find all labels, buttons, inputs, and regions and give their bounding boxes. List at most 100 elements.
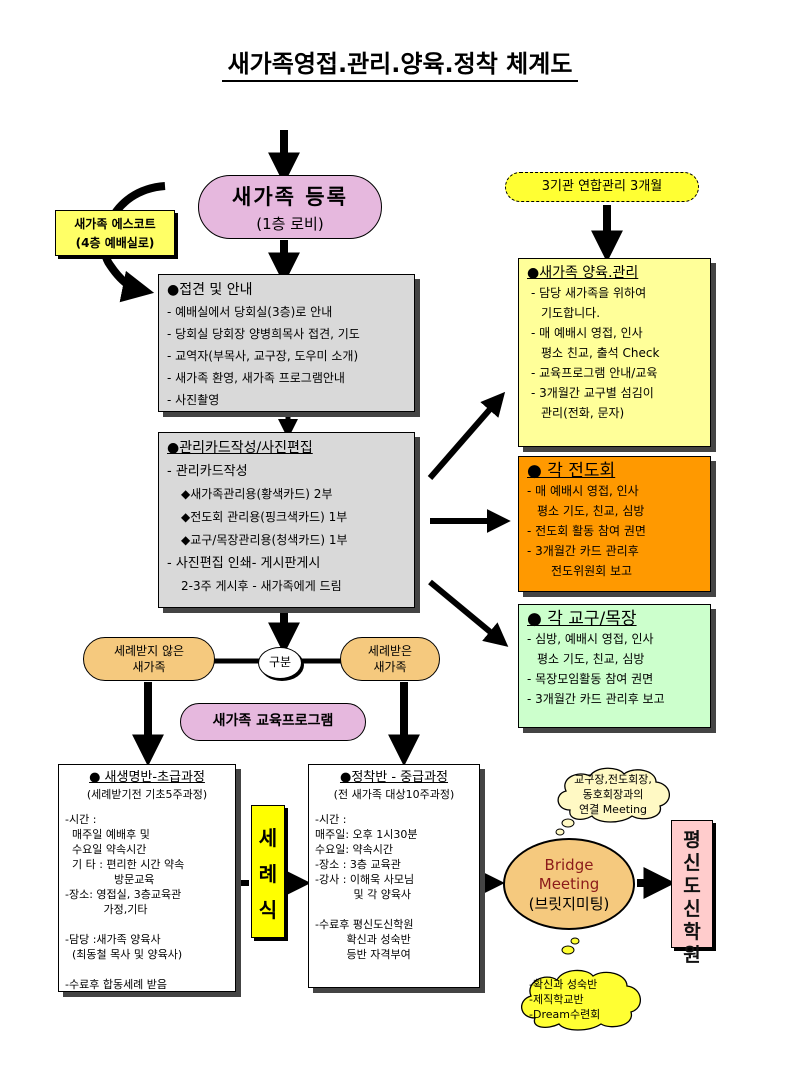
mission-item: - 3개월간 카드 관리후: [527, 544, 639, 558]
cloud-line: 교구장,전도회장,: [574, 773, 652, 786]
mission-item: - 전도회 활동 참여 권면: [527, 524, 646, 538]
intermediate-heading: ●정착반 - 중급과정: [315, 769, 473, 787]
thought-dot-1: [561, 818, 575, 828]
intermediate-line: [315, 902, 473, 917]
seminary-char: 학: [683, 921, 701, 943]
baptized-line: 새가족: [373, 660, 407, 674]
parish-heading-text: ● 각 교구/목장: [527, 609, 637, 629]
intermediate-line: -강사 : 이해욱 사모님: [315, 873, 415, 886]
escort-label: 새가족 에스코트: [74, 217, 156, 231]
nurture-item: - 매 예배시 영접, 인사: [531, 326, 643, 340]
mission-heading: ● 각 전도회: [527, 461, 702, 481]
card-line: 2-3주 게시후 - 새가족에게 드림: [181, 579, 342, 593]
parish-item: 평소 기도, 친교, 심방: [537, 652, 645, 666]
guide-item: - 교역자(부목사, 교구장, 도우미 소개): [167, 349, 359, 363]
parish-item: - 3개월간 카드 관리후 보고: [527, 692, 665, 706]
ceremony-char: 세: [258, 826, 278, 850]
cloud-line: -확신과 성숙반: [529, 978, 598, 991]
intermediate-line: -장소 : 3층 교육관: [315, 858, 401, 871]
bridge-line: Meeting: [538, 875, 600, 893]
ceremony-char: 식: [258, 898, 278, 922]
nurture-heading: ●새가족 양육.관리: [527, 263, 702, 283]
beginner-line: [65, 962, 229, 977]
guide-box: ●접견 및 안내 - 예배실에서 당회실(3층)로 안내 - 당회실 당회장 양…: [158, 274, 415, 412]
seminary-char: 평: [683, 829, 701, 851]
mission-heading-text: ● 각 전도회: [527, 461, 616, 481]
bridge-line: (브릿지미팅): [528, 895, 610, 913]
mission-item: 전도위원회 보고: [551, 564, 633, 578]
nurture-item: 관리(전화, 문자): [541, 406, 625, 420]
unbaptized-node: 세례받지 않은 새가족: [83, 637, 215, 681]
bridge-meeting-node: Bridge Meeting (브릿지미팅): [503, 838, 635, 930]
seminary-node: 평 신 도 신 학 원: [671, 820, 713, 966]
cloud-shape: [521, 969, 641, 1031]
register-location: (1층 로비): [256, 215, 324, 233]
unbaptized-line: 새가족: [132, 660, 166, 674]
cloud-line: 연결 Meeting: [578, 803, 648, 816]
mission-item: 평소 기도, 친교, 심방: [537, 504, 645, 518]
intermediate-line: 확신과 성숙반: [315, 933, 411, 946]
register-node: 새가족 등록 (1층 로비): [198, 175, 382, 239]
thought-dot-2: [555, 828, 565, 836]
mission-item: - 매 예배시 영접, 인사: [527, 484, 639, 498]
beginner-line: -수료후 합동세례 받음: [65, 978, 168, 991]
beginner-line: 기 타 : 편리한 시간 약속: [65, 858, 185, 871]
beginner-line: 가정,기타: [65, 903, 148, 916]
beginner-line: 수요일 약속시간: [65, 843, 147, 856]
card-line: - 관리카드작성: [167, 464, 248, 479]
intermediate-line: -수료후 평신도신학원: [315, 918, 414, 931]
intermediate-line: 매주일: 오후 1시30분: [315, 828, 418, 841]
guide-heading: ●접견 및 안내: [167, 282, 253, 298]
card-heading: ●관리카드작성/사진편집: [167, 437, 406, 460]
parish-item: - 목장모임활동 참여 권면: [527, 672, 654, 686]
thought-dot-3: [561, 945, 575, 955]
bridge-line: Bridge: [544, 856, 594, 874]
beginner-line: [65, 917, 229, 932]
escort-note: 새가족 에스코트 (4층 예배실로): [55, 210, 175, 256]
card-line: - 사진편집 인쇄- 게시판게시: [167, 556, 321, 571]
guide-item: - 당회실 당회장 양병희목사 접견, 기도: [167, 327, 360, 341]
nurture-item: - 3개월간 교구별 섬김이: [531, 386, 654, 400]
beginner-line: -시간 :: [65, 813, 97, 826]
beginner-line: 방문교육: [65, 873, 155, 886]
intermediate-line: 및 각 양육사: [315, 888, 412, 901]
divide-node: 구분: [258, 647, 302, 679]
seminary-char: 신: [683, 898, 701, 920]
cloud-text: -확신과 성숙반 -제직학교반 -Dream수련회: [529, 968, 639, 1022]
card-heading-text: ●관리카드작성/사진편집: [167, 440, 313, 456]
arrow-card-to-parish: [428, 579, 509, 647]
card-sub: ◆새가족관리용(황색카드) 2부: [181, 487, 333, 501]
beginner-heading-text: ● 새생명반-초급과정: [89, 770, 205, 785]
joint-management-pill: 3기관 연합관리 3개월: [505, 172, 699, 202]
parish-item: - 심방, 예배시 영접, 인사: [527, 632, 654, 646]
seminary-char: 신: [683, 852, 701, 874]
cloud-text: 교구장,전도회장, 동호회장과의 연결 Meeting: [552, 766, 674, 817]
intermediate-line: 수요일: 약속시간: [315, 843, 394, 856]
cloud-line: 동호회장과의: [582, 788, 644, 801]
card-sub: ◆전도회 관리용(핑크색카드) 1부: [181, 510, 348, 524]
intermediate-course-box: ●정착반 - 중급과정 (전 새가족 대상10주과정) -시간 : 매주일: 오…: [308, 764, 480, 988]
beginner-line: 매주일 예배후 및: [65, 828, 150, 841]
beginner-line: -장소: 영접실, 3층교육관: [65, 888, 182, 901]
card-box: ●관리카드작성/사진편집 - 관리카드작성 ◆새가족관리용(황색카드) 2부 ◆…: [158, 432, 415, 608]
parish-heading: ● 각 교구/목장: [527, 609, 702, 629]
beginner-line: (최동철 목사 및 양육사): [65, 948, 183, 961]
cloud-programs: -확신과 성숙반 -제직학교반 -Dream수련회: [517, 968, 641, 1031]
seminary-char: 원: [683, 944, 701, 966]
card-sub: ◆교구/목장관리용(청색카드) 1부: [181, 533, 348, 547]
arrow-card-to-nurture: [427, 391, 506, 480]
intermediate-line: -시간 :: [315, 813, 347, 826]
baptized-line: 세례받은: [367, 644, 413, 658]
nurture-box: ●새가족 양육.관리 - 담당 새가족을 위하여 기도합니다. - 매 예배시 …: [518, 258, 711, 447]
unbaptized-line: 세례받지 않은: [113, 644, 185, 658]
nurture-item: - 담당 새가족을 위하여: [531, 286, 647, 300]
intermediate-subheading: (전 새가족 대상10주과정): [333, 788, 455, 801]
guide-item: - 예배실에서 당회실(3층)로 안내: [167, 305, 333, 319]
nurture-item: 평소 친교, 출석 Check: [541, 346, 660, 360]
guide-item: - 새가족 환영, 새가족 프로그램안내: [167, 371, 345, 385]
cloud-shape: [557, 767, 670, 823]
guide-item: - 사진촬영: [167, 393, 220, 407]
intermediate-heading-text: ●정착반 - 중급과정: [339, 770, 449, 785]
register-label: 새가족 등록: [232, 185, 348, 209]
